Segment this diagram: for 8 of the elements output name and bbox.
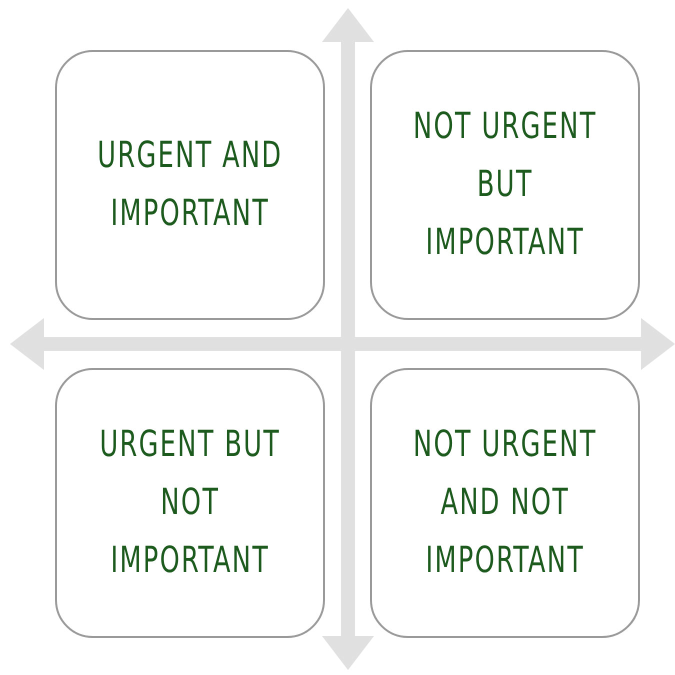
quadrant-label: URGENT AND IMPORTANT: [96, 134, 284, 236]
quadrant-box: [55, 50, 325, 320]
quadrant-label: NOT URGENT BUT IMPORTANT: [412, 105, 598, 265]
quadrant-box: [370, 368, 640, 638]
quadrant-box: [370, 50, 640, 320]
quadrant-label: NOT URGENT AND NOT IMPORTANT: [412, 423, 598, 583]
quadrant-label: URGENT BUT NOT IMPORTANT: [98, 423, 282, 583]
quadrant-box: [55, 368, 325, 638]
